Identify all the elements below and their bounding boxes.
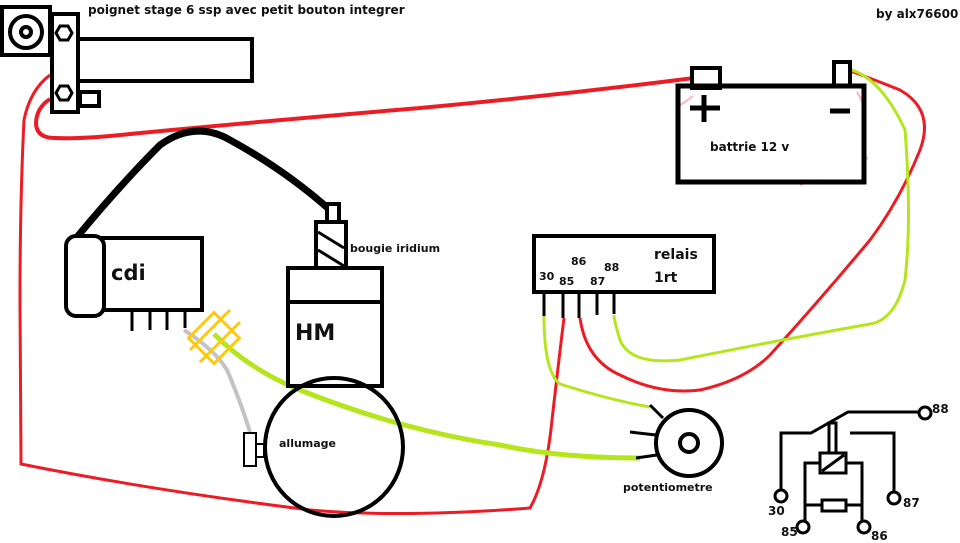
ignition-pickup (243, 432, 257, 467)
schematic-label-86: 86 (871, 529, 888, 543)
potentiometer-lead (629, 430, 657, 437)
green-wire-relay-30-potentiometer (542, 315, 651, 409)
red-wire-throttle-relay-85 (18, 73, 566, 516)
red-wire-throttle-battery-positive (33, 75, 703, 141)
battery-terminal-negative (832, 60, 852, 88)
schematic-terminal-86 (856, 519, 872, 535)
connector-icon (186, 308, 242, 366)
engine (286, 202, 384, 388)
potentiometer-label: potentiometre (623, 481, 713, 494)
schematic-label-88: 88 (932, 402, 949, 416)
throttle (0, 5, 254, 114)
spark-plug-thread (317, 248, 345, 268)
cdi-cap (64, 234, 106, 318)
relay-pin-label-86: 86 (571, 255, 587, 268)
schematic-terminal-87 (886, 490, 902, 506)
potentiometer-lead (635, 453, 658, 460)
relay-pin-label-87: 87 (590, 275, 606, 288)
throttle-ring-outer (8, 14, 44, 50)
bolt-icon (54, 84, 74, 102)
spark-plug-label: bougie iridium (350, 242, 441, 255)
potentiometer-lead (648, 403, 665, 420)
bolt-icon (54, 24, 74, 42)
battery (675, 60, 867, 185)
schematic-label-30: 30 (768, 504, 785, 518)
schematic-label-87: 87 (903, 496, 920, 510)
schematic-coil-diagonal (821, 453, 845, 473)
relay-pin-label-30: 30 (539, 270, 555, 283)
battery-label: battrie 12 v (710, 140, 790, 154)
green-wire-battery-negative-relay-88 (612, 66, 910, 363)
relay-body (532, 234, 716, 294)
throttle-grip (76, 37, 254, 83)
relay-pin-label-85: 85 (559, 275, 575, 288)
schematic-86-line (846, 461, 864, 522)
ignition-pickup-stub (255, 443, 265, 458)
relay (532, 234, 716, 318)
throttle-ring-inner (19, 25, 33, 39)
relay-schematic (773, 405, 933, 535)
schematic-plunger (827, 421, 838, 456)
schematic-87-line (850, 431, 896, 492)
engine-label: HM (295, 321, 336, 346)
schematic-terminal-85 (795, 519, 811, 535)
throttle-label: poignet stage 6 ssp avec petit bouton in… (88, 3, 405, 17)
relay-label-line2: 1rt (654, 270, 678, 286)
ignition-label: allumage (279, 437, 337, 450)
cdi-label: cdi (111, 261, 146, 285)
ignition (243, 376, 405, 518)
throttle-bar (50, 12, 80, 114)
author-credit: by alx76600 (876, 7, 959, 21)
schematic-85-line (803, 461, 820, 522)
cdi-body (98, 236, 204, 312)
battery-body (675, 83, 867, 185)
potentiometer-body (654, 408, 724, 478)
schematic-label-85: 85 (781, 525, 798, 539)
potentiometer-knob (678, 432, 700, 454)
relay-label-line1: relais (654, 247, 698, 263)
red-wire-relay-86-battery-negative (578, 67, 926, 393)
potentiometer (629, 403, 724, 478)
schematic-terminal-30 (773, 488, 789, 504)
schematic-switch (779, 410, 918, 498)
engine-head (286, 266, 384, 306)
throttle-button (78, 90, 101, 108)
spark-plug-thread (317, 230, 345, 250)
green-wire-connector-potentiometer (212, 332, 641, 461)
gray-wire-cdi-allumage (182, 328, 252, 433)
cdi (64, 234, 204, 331)
schematic-terminal-88 (917, 405, 933, 421)
engine-cylinder (286, 300, 384, 388)
ht-lead (74, 127, 333, 240)
schematic-resistor (820, 498, 848, 513)
relay-pin-label-88: 88 (604, 261, 620, 274)
